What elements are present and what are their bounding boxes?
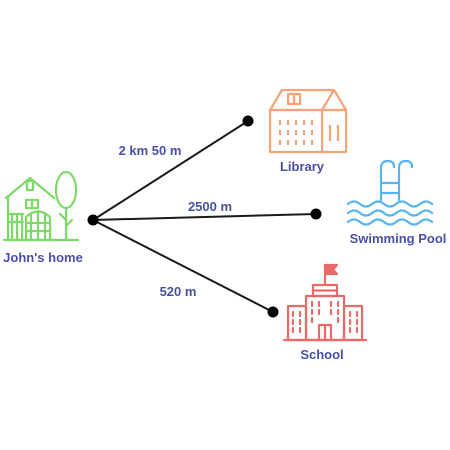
- node-dot-library: [242, 115, 254, 127]
- route-line-library: [92, 120, 249, 221]
- place-label-home: John's home: [3, 250, 83, 265]
- distance-label-library: 2 km 50 m: [119, 143, 182, 158]
- node-dot-school: [267, 306, 279, 318]
- node-dot-pool: [310, 208, 322, 220]
- node-dot-home: [87, 214, 99, 226]
- house-icon: [2, 170, 80, 242]
- library-icon: [268, 88, 348, 154]
- place-label-school: School: [300, 347, 343, 362]
- route-line-pool: [92, 213, 317, 221]
- distance-label-pool: 2500 m: [188, 199, 232, 214]
- distance-label-school: 520 m: [160, 284, 197, 299]
- place-label-library: Library: [280, 159, 325, 174]
- place-label-pool: Swimming Pool: [350, 231, 447, 246]
- school-icon: [282, 263, 368, 342]
- swimming-pool-icon: [346, 159, 434, 226]
- route-line-school: [92, 219, 274, 313]
